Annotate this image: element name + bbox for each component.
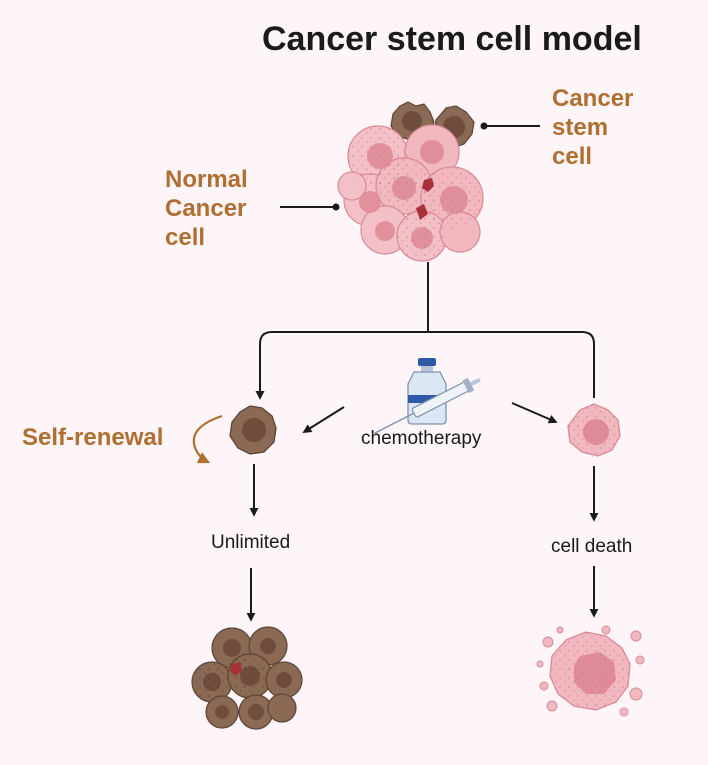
label-cell-death: cell death (551, 536, 633, 557)
necrotic-core-bottom (230, 662, 242, 676)
branch-connector (260, 262, 595, 398)
arrow-chemo-to-normal-cell (511, 402, 558, 424)
label-chemotherapy: chemotherapy (361, 428, 482, 449)
label-line: stem (552, 114, 609, 141)
label-line: Cancer (165, 195, 247, 222)
label-cancer-stem-cell: Cancer stem cell (552, 84, 633, 171)
necrotic-core (416, 178, 434, 220)
label-line: Normal (165, 166, 248, 193)
stem-cell-single (229, 405, 277, 455)
label-unlimited: Unlimited (211, 532, 291, 553)
tumor-mass-top (337, 101, 484, 262)
normal-cancer-cell-single (567, 403, 621, 457)
label-line: Cancer (552, 85, 634, 112)
label-line: cell (552, 143, 593, 170)
label-self-renewal: Self-renewal (22, 424, 164, 451)
self-renewal-arrow (192, 414, 223, 464)
label-line: cell (165, 224, 206, 251)
cell-death-debris (536, 625, 645, 717)
label-normal-cancer-cell: Normal Cancer cell (165, 165, 248, 252)
arrow-chemo-to-stem-cell (302, 406, 345, 433)
diagram-title: Cancer stem cell model (262, 20, 642, 58)
chemotherapy-vial-syringe-icon (374, 358, 481, 434)
